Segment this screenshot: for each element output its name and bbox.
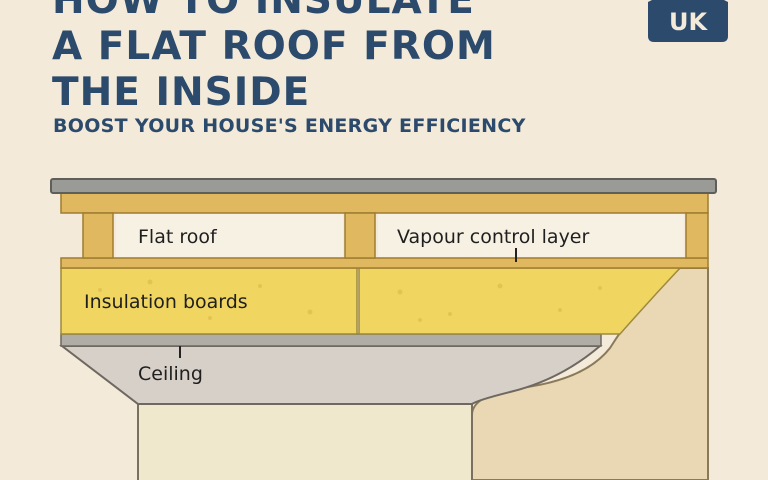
bottom-timber-beam bbox=[60, 257, 709, 269]
ceiling-strip bbox=[60, 333, 602, 347]
uk-badge-text: UK bbox=[669, 8, 708, 36]
label-vapour-control-layer: Vapour control layer bbox=[397, 226, 589, 248]
subtitle: BOOST YOUR HOUSE'S ENERGY EFFICIENCY bbox=[53, 115, 526, 137]
insulation-board-right bbox=[358, 267, 682, 335]
joist bbox=[344, 212, 376, 259]
title-line-3: THE INSIDE bbox=[52, 70, 311, 115]
room-interior bbox=[137, 403, 473, 480]
title-line-2: A FLAT ROOF FROM bbox=[52, 24, 496, 69]
roof-membrane bbox=[50, 178, 717, 194]
top-timber-beam bbox=[60, 192, 709, 214]
void bbox=[378, 214, 684, 257]
label-flat-roof: Flat roof bbox=[138, 226, 218, 248]
void bbox=[116, 214, 343, 257]
title-line-1: HOW TO INSULATE bbox=[52, 0, 475, 23]
label-insulation-boards: Insulation boards bbox=[84, 291, 248, 313]
joist bbox=[685, 212, 709, 259]
house-icon: UK bbox=[648, 0, 728, 42]
ceiling-board bbox=[59, 345, 603, 405]
insulation-texture bbox=[98, 279, 602, 322]
label-ceiling: Ceiling bbox=[138, 363, 203, 385]
page-title: HOW TO INSULATE A FLAT ROOF FROM THE INS… bbox=[52, 0, 496, 116]
joist bbox=[82, 212, 114, 259]
